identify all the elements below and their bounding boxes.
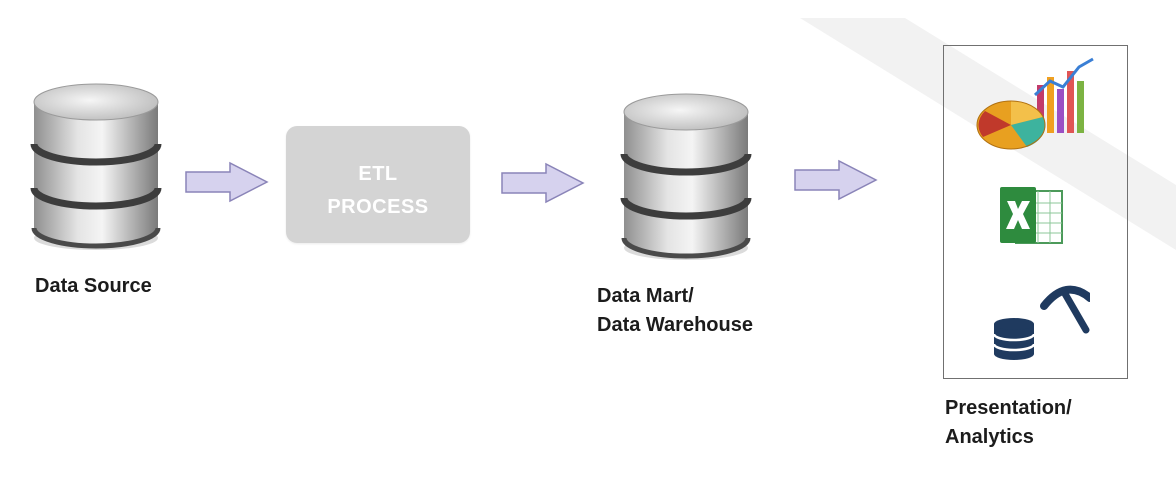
data-warehouse-label-line2: Data Warehouse — [597, 314, 753, 336]
etl-label-line2: PROCESS — [327, 196, 429, 218]
etl-process-box: ETL PROCESS — [286, 126, 470, 243]
chart-analytics-icon — [976, 57, 1094, 150]
flow-arrow-1 — [185, 161, 269, 203]
excel-spreadsheet-icon — [1000, 187, 1063, 244]
data-warehouse-database-icon — [620, 93, 752, 260]
presentation-label-line2: Analytics — [945, 426, 1034, 448]
etl-label-line1: ETL — [358, 163, 398, 185]
flow-arrow-3 — [794, 159, 878, 201]
data-warehouse-label-line1: Data Mart/ — [597, 285, 694, 307]
data-mining-icon — [992, 285, 1090, 360]
data-source-database-icon — [30, 83, 162, 250]
presentation-label-line1: Presentation/ — [945, 397, 1072, 419]
presentation-panel — [943, 45, 1128, 379]
data-source-label: Data Source — [35, 275, 152, 297]
flow-arrow-2 — [501, 162, 585, 204]
